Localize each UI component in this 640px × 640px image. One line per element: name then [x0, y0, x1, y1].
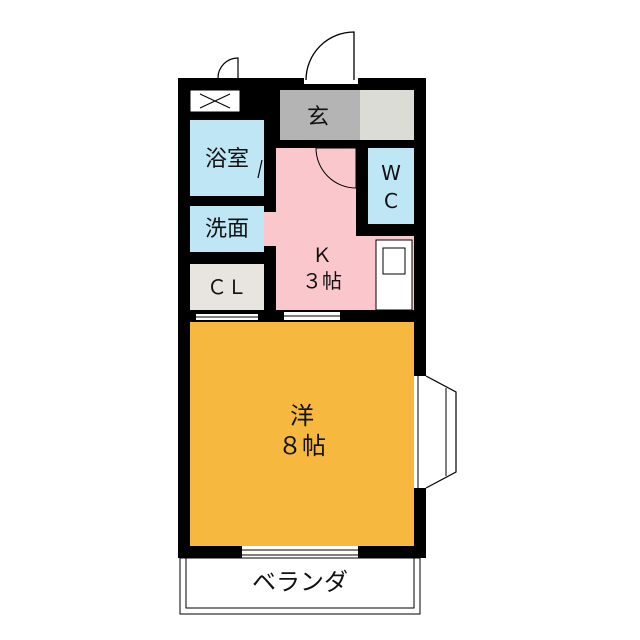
bath-door-leaf [257, 159, 263, 179]
veranda-label: ベランダ [252, 568, 348, 596]
vent-x-2 [199, 93, 231, 109]
bay-window-outer [425, 375, 457, 489]
closet-label: ＣＬ [207, 275, 247, 299]
entrance-label: 玄 [307, 105, 329, 130]
wc-label-c: C [384, 189, 398, 213]
wash-label: 洗面 [205, 217, 249, 242]
bath-label: 浴室 [205, 147, 249, 172]
wc-room [368, 148, 414, 224]
entrance-door-gap [304, 74, 358, 84]
entrance-door-swing [305, 31, 355, 81]
vent-door-swing [217, 57, 239, 79]
wall-entry-bottom [276, 140, 426, 148]
bath-room [190, 120, 264, 196]
wall-bath-top [178, 112, 264, 120]
wall-wc-left [356, 140, 368, 236]
wall-middle-vertical [264, 78, 276, 322]
bath-door-gap [258, 130, 264, 186]
wall-wash-bottom [178, 252, 264, 264]
bay-window-gap [414, 376, 426, 488]
wc-label-w: W [381, 161, 401, 185]
storage-shelf [360, 90, 414, 140]
kitchen-size: ３帖 [302, 269, 342, 293]
wall-wc-bottom [356, 224, 426, 236]
western-label: 洋 [290, 402, 314, 430]
washroom [190, 206, 264, 252]
kitchen-label: Ｋ [312, 243, 332, 267]
wash-door-gap [264, 212, 276, 246]
wall-bath-bottom [178, 196, 264, 206]
western-room [190, 322, 414, 546]
closet [190, 264, 264, 310]
kitchen-door-arc [315, 147, 357, 189]
balcony-window-gap [242, 546, 358, 558]
veranda-inner [185, 557, 415, 609]
kitchen-sink [382, 247, 406, 275]
western-size: ８帖 [278, 432, 326, 460]
entrance-floor [280, 90, 360, 140]
